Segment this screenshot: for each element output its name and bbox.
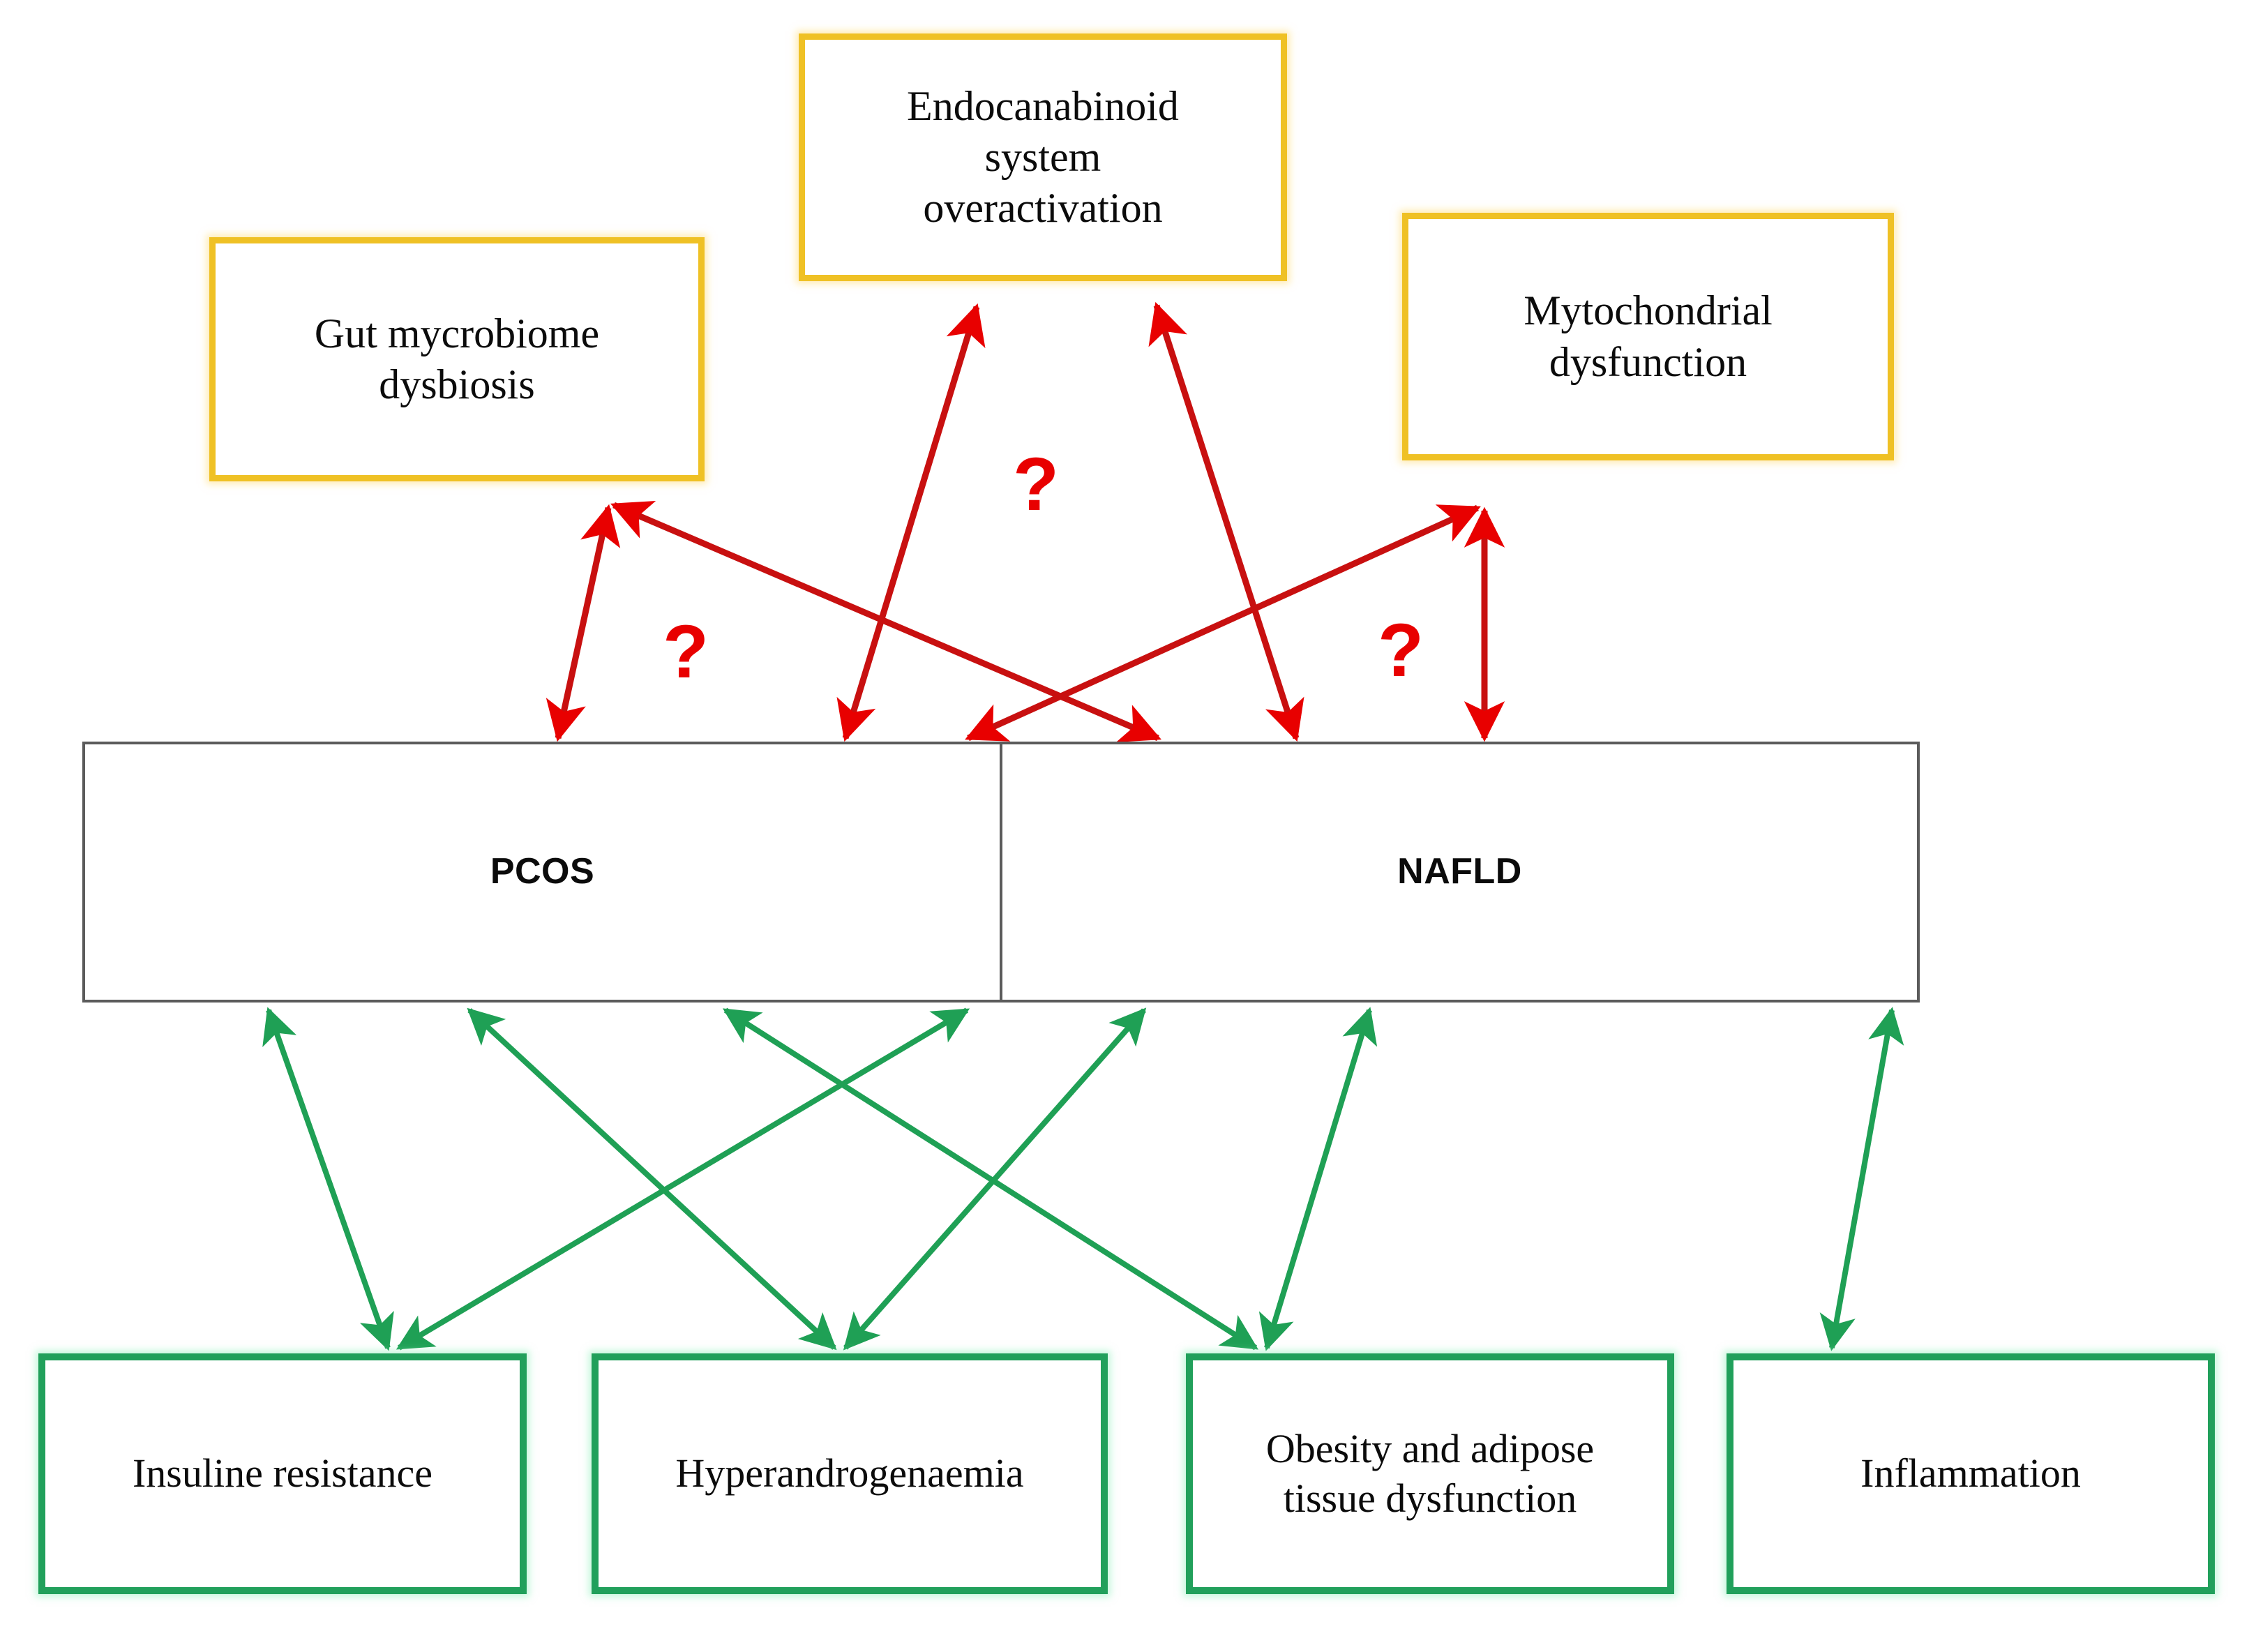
arrow-nafld-endocannabinoid — [1148, 301, 1304, 742]
node-label-hyperandrogenaemia: Hyperandrogenaemia — [675, 1450, 1024, 1496]
node-inflammation[interactable]: Inflammation — [1727, 1353, 2215, 1594]
node-insulin-resistance[interactable]: Insuline resistance — [38, 1353, 527, 1594]
arrow-pcos-endocannabinoid — [836, 303, 986, 742]
arrow-nafld-inflammation — [1819, 1007, 1904, 1351]
node-pcos[interactable]: PCOS — [85, 744, 1002, 1000]
question-mark-left: ? — [663, 609, 709, 693]
arrow-pcos-obesity — [722, 1007, 1259, 1351]
question-mark-right: ? — [1378, 608, 1424, 692]
question-mark-center: ? — [1013, 442, 1059, 526]
node-label-nafld: NAFLD — [1397, 851, 1522, 892]
arrow-nafld-obesity — [1258, 1007, 1378, 1351]
node-label-insulin-resistance: Insuline resistance — [132, 1450, 433, 1496]
arrow-pcos-gut-microbiome — [546, 504, 621, 742]
arrow-nafld-hyperandrogenaemia — [843, 1007, 1147, 1351]
node-label-pcos: PCOS — [490, 851, 595, 892]
node-nafld[interactable]: NAFLD — [1002, 744, 1917, 1000]
node-hyperandrogenaemia[interactable]: Hyperandrogenaemia — [592, 1353, 1108, 1594]
node-pcos-nafld: PCOS NAFLD — [82, 742, 1920, 1003]
arrow-pcos-insulin-resistance — [262, 1007, 394, 1351]
arrow-nafld-insulin-resistance — [396, 1007, 970, 1351]
node-label-inflammation: Inflammation — [1860, 1450, 2081, 1496]
arrow-pcos-hyperandrogenaemia — [467, 1007, 837, 1351]
